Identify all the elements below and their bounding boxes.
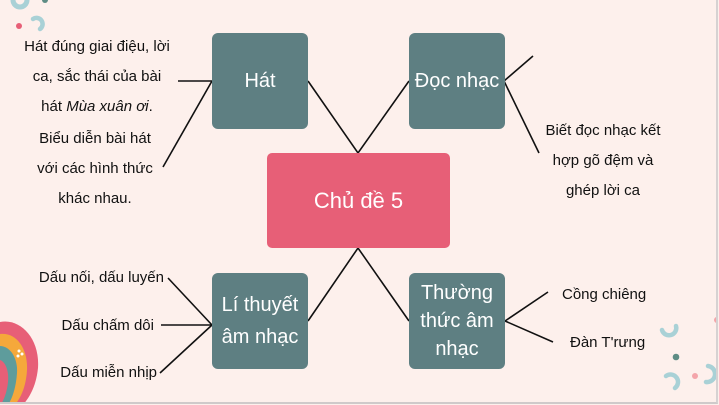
doc-nhac-detail-line-1: Biết đọc nhạc kết	[545, 122, 661, 139]
center-node-label: Chủ đề 5	[313, 187, 404, 213]
node-hat: Hát	[212, 33, 308, 129]
hat-detail-2-line-2: với các hình thức	[37, 160, 153, 177]
node-doc-nhac: Đọc nhạc	[409, 33, 505, 129]
hat-detail-1-end: .	[148, 98, 153, 115]
node-li-thuyet: Lí thuyết âm nhạc	[212, 273, 308, 369]
li-thuyet-detail-1: Dấu nối, dấu luyến	[38, 269, 164, 286]
thuong-thuc-detail-1: Cồng chiêng	[562, 286, 647, 303]
node-thuong-thuc-label-3: nhạc	[435, 338, 479, 360]
node-thuong-thuc-label-2: thức âm	[420, 310, 494, 332]
thuong-thuc-detail-2: Đàn T'rưng	[570, 334, 646, 351]
node-li-thuyet-label-2: âm nhạc	[221, 326, 299, 348]
li-thuyet-detail-2: Dấu chấm dôi	[61, 317, 154, 334]
hat-detail-2-line-1: Biểu diễn bài hát	[39, 130, 151, 147]
center-node: Chủ đề 5	[267, 153, 450, 248]
node-doc-nhac-label: Đọc nhạc	[414, 70, 500, 92]
li-thuyet-detail-3: Dấu miễn nhịp	[60, 364, 157, 381]
doc-nhac-detail-line-3: ghép lời ca	[565, 182, 641, 199]
hat-detail-1-line-3: hát Mùa xuân ơi.	[14, 92, 180, 122]
hat-detail-1-line-1: Hát đúng giai điệu, lời	[24, 38, 170, 55]
hat-detail-1-line-2: ca, sắc thái của bài	[32, 68, 162, 85]
hat-detail-1-prefix: hát	[41, 98, 67, 115]
node-thuong-thuc: Thường thức âm nhạc	[409, 273, 505, 369]
doc-nhac-detail-line-2: hợp gõ đệm và	[552, 152, 654, 169]
node-li-thuyet-label-1: Lí thuyết	[221, 294, 299, 316]
rainbow-decoration	[0, 321, 39, 402]
song-title: Mùa xuân ơi	[66, 98, 149, 115]
hat-detail-2-line-3: khác nhau.	[58, 190, 132, 207]
decoration-bottom-right	[659, 317, 716, 391]
hat-detail-1: Hát đúng giai điệu, lời ca, sắc thái của…	[14, 32, 180, 122]
hat-detail-2: Biểu diễn bài hát với các hình thức khác…	[30, 124, 160, 214]
node-thuong-thuc-label-1: Thường	[420, 282, 494, 304]
doc-nhac-detail: Biết đọc nhạc kết hợp gõ đệm và ghép lời…	[533, 116, 673, 206]
decoration-top-left	[10, 0, 48, 32]
node-hat-label: Hát	[244, 70, 276, 92]
